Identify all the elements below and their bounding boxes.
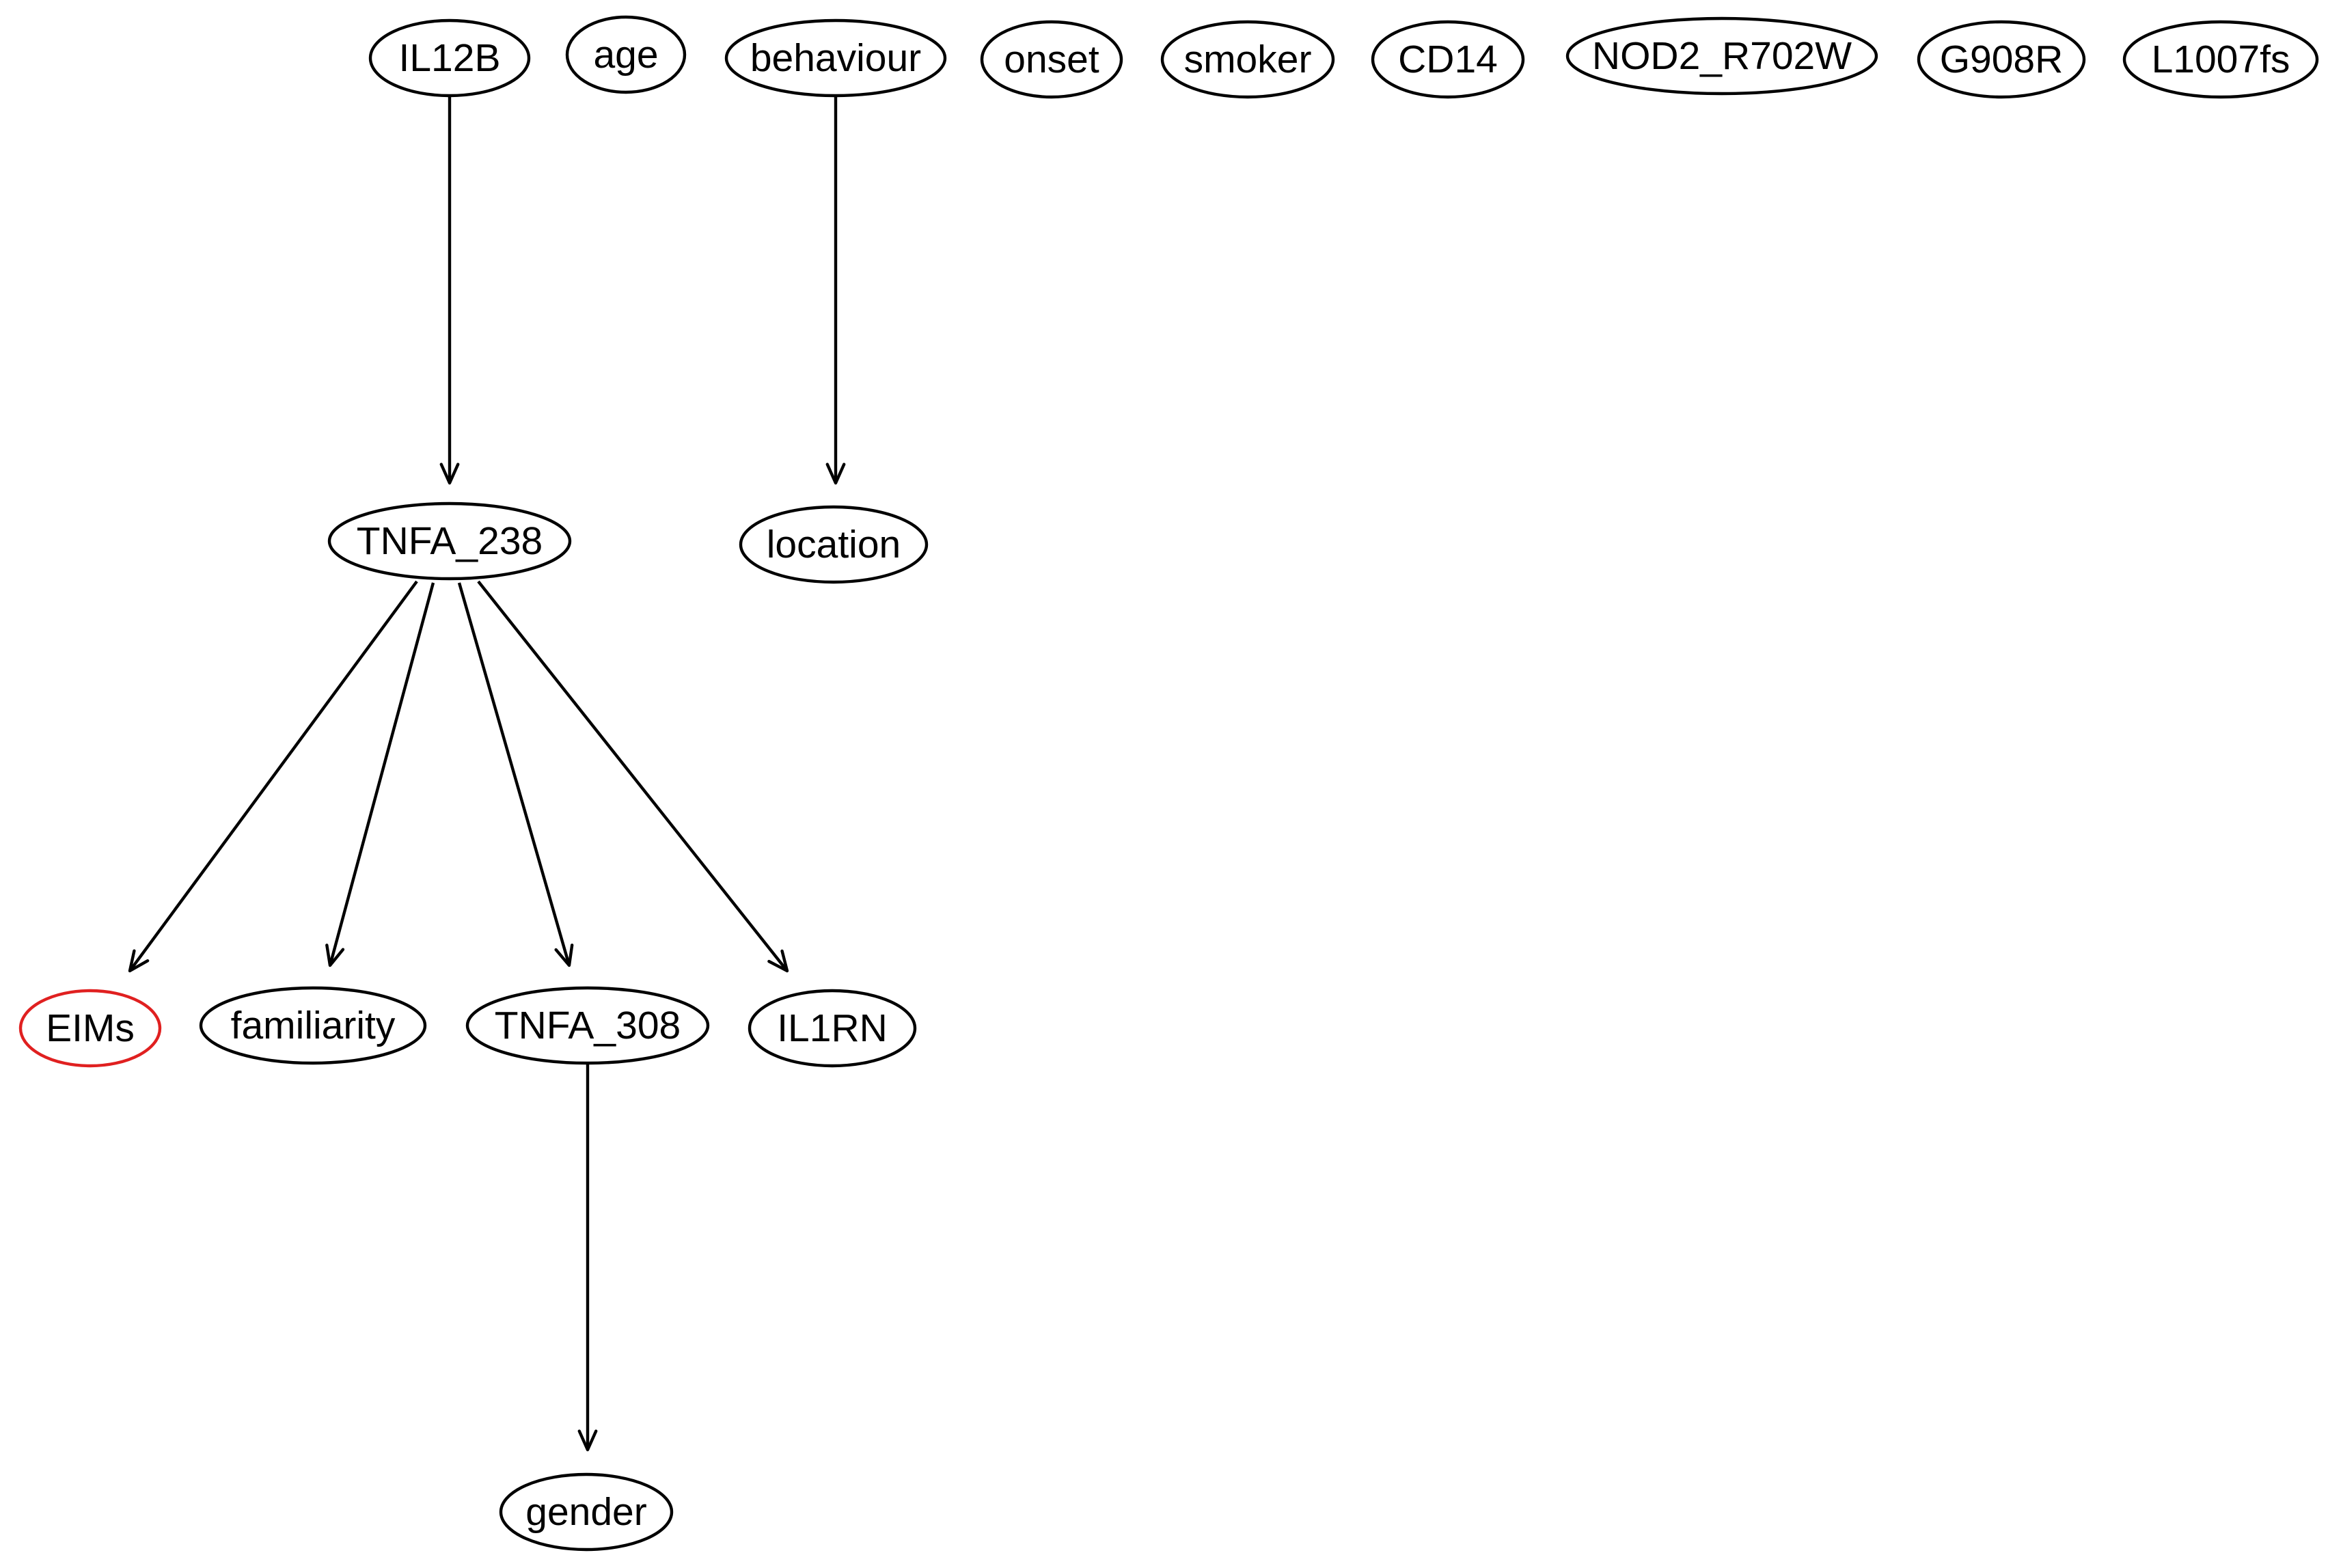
edge-line (328, 582, 435, 966)
node-nod2-r702w: NOD2_R702W (1565, 16, 1878, 96)
arrowhead (554, 944, 574, 967)
edge-tnfa-238-to-tnfa-308 (457, 582, 574, 967)
node-label: behaviour (750, 36, 921, 80)
nodes-layer: IL12B age behaviour onset smoker CD14 NOD2_R70… (18, 15, 2319, 1552)
node-il1rn: IL1RN (748, 989, 917, 1068)
node-il12b: IL12B (368, 18, 531, 98)
node-label: IL1RN (777, 1006, 888, 1050)
node-ellipse (199, 986, 427, 1065)
arrowhead (767, 949, 789, 973)
node-label: location (767, 523, 901, 566)
node-label: G908R (1940, 38, 2064, 81)
node-ellipse (2122, 20, 2319, 99)
edge-line (477, 580, 789, 972)
node-label: smoker (1184, 38, 1312, 81)
node-ellipse (327, 501, 572, 581)
arrowhead (577, 1429, 598, 1452)
arrowhead (128, 949, 150, 973)
node-ellipse (1917, 20, 2086, 99)
node-ellipse (1565, 16, 1878, 96)
node-smoker: smoker (1160, 20, 1335, 99)
node-behaviour: behaviour (724, 18, 947, 98)
node-label: gender (525, 1490, 647, 1534)
node-familiarity: familiarity (199, 986, 427, 1065)
node-g908r: G908R (1917, 20, 2086, 99)
node-label: L1007fs (2152, 38, 2290, 81)
edge-tnfa-308-to-gender (577, 1064, 598, 1452)
node-label: NOD2_R702W (1592, 34, 1852, 78)
node-label: familiarity (231, 1004, 396, 1047)
edge-line (457, 582, 571, 966)
node-location: location (739, 505, 929, 584)
edges-layer (128, 96, 846, 1452)
node-l1007fs: L1007fs (2122, 20, 2319, 99)
node-tnfa-238: TNFA_238 (327, 501, 572, 581)
node-age: age (565, 15, 687, 94)
node-ellipse (368, 18, 531, 98)
arrowhead (825, 463, 846, 485)
node-ellipse (724, 18, 947, 98)
node-ellipse (739, 505, 929, 584)
node-ellipse (1371, 20, 1525, 99)
edge-line (128, 580, 418, 972)
node-gender: gender (499, 1472, 674, 1552)
node-ellipse (980, 20, 1123, 99)
arrowhead (439, 463, 460, 485)
node-label: EIMs (46, 1006, 135, 1050)
node-ellipse (748, 989, 917, 1068)
node-label: TNFA_238 (357, 519, 543, 563)
node-label: CD14 (1398, 38, 1498, 81)
node-label: age (593, 33, 658, 77)
edge-il12b-to-tnfa-238 (439, 96, 460, 485)
node-ellipse (465, 986, 710, 1065)
node-tnfa-308: TNFA_308 (465, 986, 710, 1065)
edge-behaviour-to-location (825, 96, 846, 485)
edge-tnfa-238-to-eims (128, 580, 418, 973)
node-label: onset (1004, 38, 1099, 81)
arrowhead (325, 944, 345, 967)
node-onset: onset (980, 20, 1123, 99)
node-ellipse (1160, 20, 1335, 99)
node-label: IL12B (399, 36, 501, 80)
node-ellipse (565, 15, 687, 94)
node-eims: EIMs (18, 989, 162, 1068)
node-cd14: CD14 (1371, 20, 1525, 99)
node-ellipse (499, 1472, 674, 1552)
node-ellipse (18, 989, 162, 1068)
node-label: TNFA_308 (495, 1004, 681, 1047)
edge-tnfa-238-to-il1rn (477, 580, 789, 973)
edge-tnfa-238-to-familiarity (325, 582, 435, 967)
